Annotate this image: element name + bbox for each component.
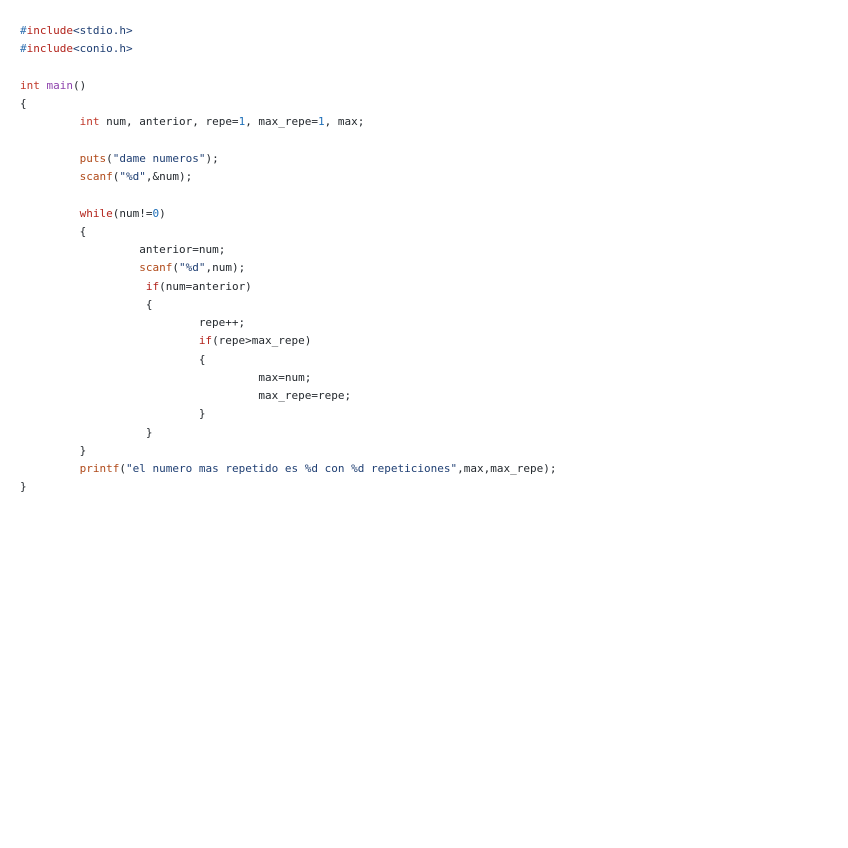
string-token: "el numero mas repetido es %d con %d rep… bbox=[125, 462, 458, 475]
code-line: repe++; bbox=[20, 314, 848, 332]
code-line: max_repe=repe; bbox=[20, 387, 848, 405]
brace-token: { bbox=[20, 97, 27, 110]
code-token: (repe>max_repe) bbox=[212, 334, 312, 348]
code-line: { bbox=[20, 223, 848, 241]
code-line: while(num!=0) bbox=[20, 205, 848, 223]
code-token: repe++; bbox=[198, 316, 246, 329]
code-token: ,&num); bbox=[145, 170, 193, 183]
code-token bbox=[20, 298, 146, 311]
code-token: ( bbox=[112, 170, 120, 183]
code-line: int num, anterior, repe=1, max_repe=1, m… bbox=[20, 113, 848, 131]
code-token bbox=[20, 225, 80, 238]
code-line: } bbox=[20, 478, 848, 496]
function-token: main bbox=[46, 78, 74, 92]
code-line: { bbox=[20, 296, 848, 314]
brace-token: } bbox=[145, 425, 153, 439]
keyword-token: int bbox=[20, 78, 40, 92]
brace-token: { bbox=[198, 352, 206, 366]
code-token bbox=[40, 79, 47, 92]
code-line: { bbox=[20, 95, 848, 113]
code-line: max=num; bbox=[20, 369, 848, 387]
preprocessor-token: # bbox=[20, 24, 27, 37]
code-line: { bbox=[20, 351, 848, 369]
number-token: 1 bbox=[238, 115, 246, 129]
keyword-token: include bbox=[26, 42, 73, 56]
code-line: if(repe>max_repe) bbox=[20, 332, 848, 350]
brace-token: } bbox=[79, 443, 87, 457]
brace-token: } bbox=[198, 407, 206, 421]
number-token: 0 bbox=[152, 206, 160, 220]
code-token: ,max,max_repe); bbox=[457, 462, 557, 475]
function-token: puts bbox=[79, 151, 107, 165]
code-token bbox=[20, 261, 139, 274]
code-token: max=num; bbox=[258, 370, 312, 384]
code-token bbox=[20, 389, 258, 402]
code-token: (num=anterior) bbox=[159, 279, 252, 293]
code-line: } bbox=[20, 424, 848, 442]
keyword-token: int bbox=[79, 115, 100, 129]
code-token bbox=[20, 462, 80, 475]
code-line: int main() bbox=[20, 77, 848, 95]
function-token: scanf bbox=[79, 170, 113, 183]
keyword-token: if bbox=[198, 334, 213, 348]
keyword-token: while bbox=[79, 206, 113, 220]
brace-token: } bbox=[20, 480, 27, 494]
code-token: () bbox=[73, 78, 87, 92]
code-line: } bbox=[20, 442, 848, 460]
string-token: "%d" bbox=[119, 170, 146, 183]
string-token: <conio.h> bbox=[72, 42, 133, 56]
code-line: #include<stdio.h> bbox=[20, 22, 848, 40]
code-token: num, anterior, repe= bbox=[99, 115, 239, 129]
function-token: scanf bbox=[139, 261, 173, 275]
code-token: ( bbox=[119, 462, 126, 475]
code-token: max_repe=repe; bbox=[258, 389, 352, 402]
function-token: printf bbox=[79, 462, 120, 475]
preprocessor-token: # bbox=[20, 42, 27, 56]
code-token bbox=[20, 353, 199, 366]
code-line: } bbox=[20, 405, 848, 423]
code-token: ) bbox=[159, 206, 166, 220]
code-line bbox=[20, 59, 848, 77]
code-token bbox=[20, 444, 80, 457]
code-token: ( bbox=[172, 261, 179, 275]
code-token bbox=[20, 280, 146, 293]
keyword-token: if bbox=[145, 279, 160, 293]
string-token: "dame numeros" bbox=[112, 151, 206, 165]
code-token bbox=[20, 316, 199, 329]
code-token: anterior=num; bbox=[139, 243, 226, 256]
code-line: anterior=num; bbox=[20, 241, 848, 259]
brace-token: { bbox=[79, 224, 87, 238]
code-token: ( bbox=[106, 151, 113, 165]
code-token bbox=[20, 243, 139, 256]
code-line bbox=[20, 186, 848, 204]
code-token bbox=[20, 207, 80, 220]
code-token: , max_repe= bbox=[245, 115, 319, 129]
code-line: if(num=anterior) bbox=[20, 278, 848, 296]
number-token: 1 bbox=[318, 115, 325, 129]
code-token bbox=[20, 426, 146, 439]
code-line: scanf("%d",&num); bbox=[20, 168, 848, 186]
string-token: "%d" bbox=[178, 261, 206, 275]
code-token bbox=[20, 407, 199, 420]
code-token: (num!= bbox=[112, 206, 153, 220]
brace-token: { bbox=[145, 297, 153, 311]
code-line: puts("dame numeros"); bbox=[20, 150, 848, 168]
code-line bbox=[20, 132, 848, 150]
string-token: <stdio.h> bbox=[72, 24, 133, 37]
code-token: ); bbox=[205, 151, 219, 165]
keyword-token: include bbox=[26, 24, 73, 37]
code-token bbox=[20, 152, 80, 165]
code-token bbox=[20, 170, 80, 183]
code-token bbox=[20, 334, 199, 347]
code-token: ,num); bbox=[205, 261, 246, 275]
code-line: #include<conio.h> bbox=[20, 40, 848, 58]
code-token bbox=[20, 371, 258, 384]
code-line: scanf("%d",num); bbox=[20, 259, 848, 277]
code-line: printf("el numero mas repetido es %d con… bbox=[20, 460, 848, 478]
code-token: , max; bbox=[324, 115, 365, 129]
code-token bbox=[20, 115, 80, 128]
